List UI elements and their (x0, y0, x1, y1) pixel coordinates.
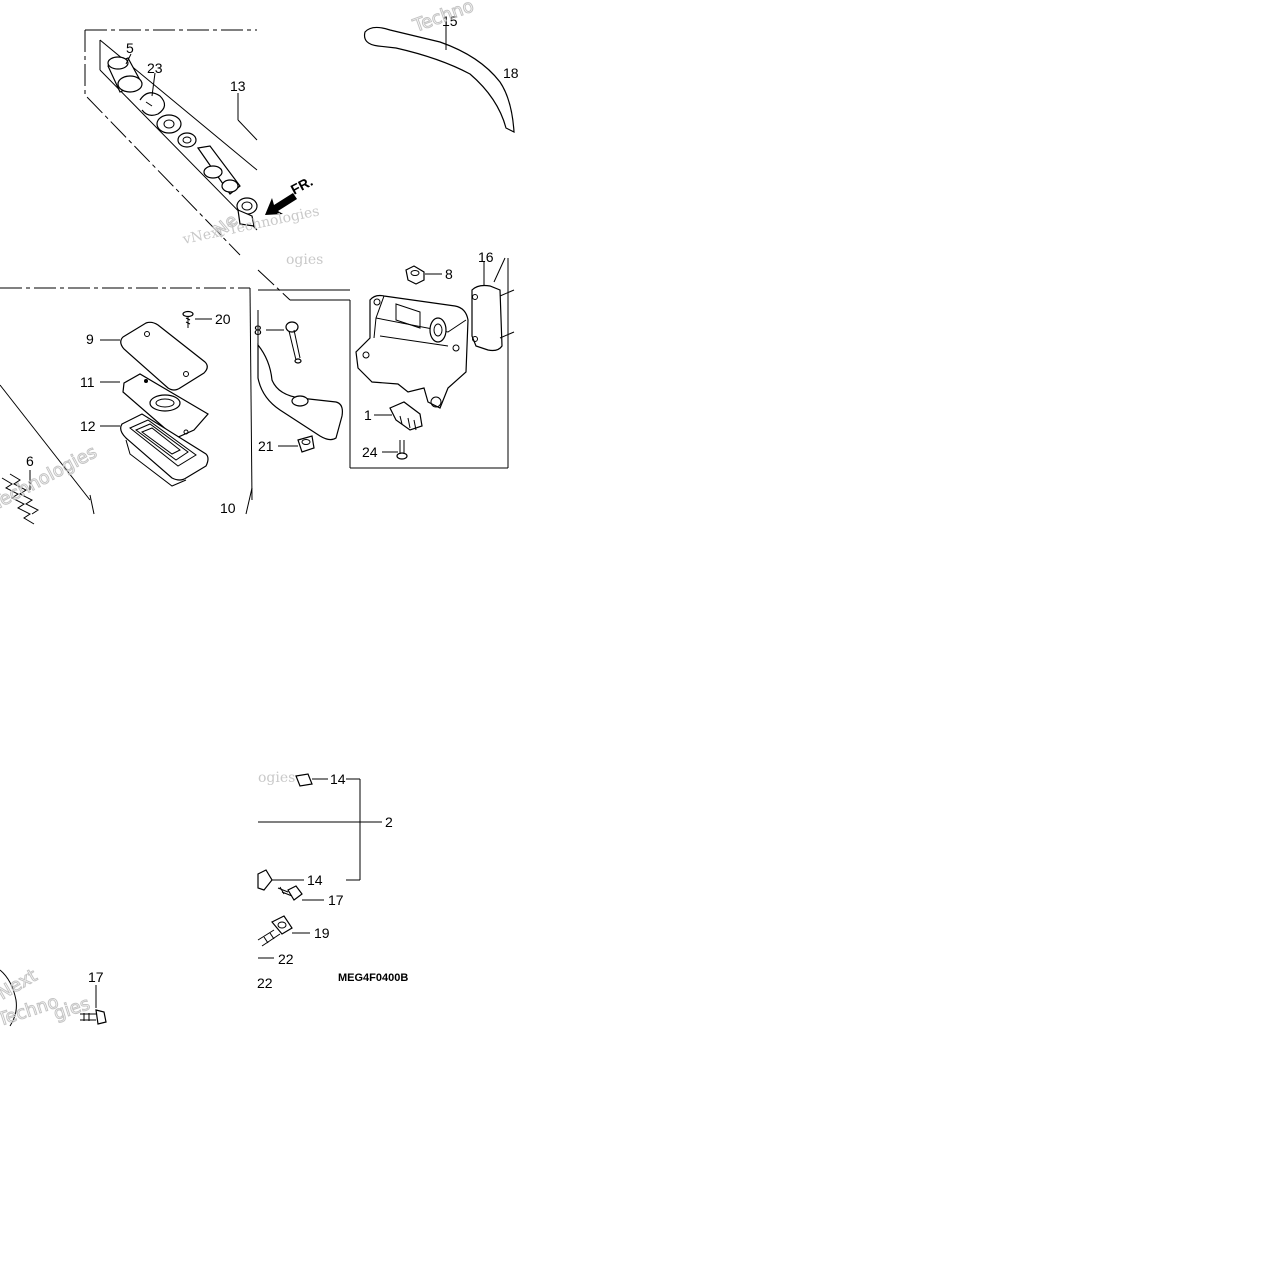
callout-2: 2 (385, 814, 393, 830)
drawing-code: MEG4F0400B (338, 972, 408, 984)
switch-screw-part (396, 440, 408, 460)
callout-16: 16 (478, 249, 494, 265)
reservoir-cover-set: 20 9 11 12 (80, 310, 231, 487)
clamp-screw-part (405, 265, 425, 285)
seal-ring-part (177, 132, 197, 148)
circlip-part (139, 92, 166, 116)
banjo-bolt-part (277, 885, 303, 901)
bolt-17-lower-part (80, 1009, 107, 1025)
reservoir-cover-part (120, 321, 208, 391)
cup-part (236, 197, 258, 227)
boot-part (107, 56, 143, 93)
callout-15: 15 (442, 13, 458, 29)
switch-part (389, 401, 423, 431)
callout-19: 19 (314, 925, 330, 941)
callout-12: 12 (80, 418, 96, 434)
pivot-nut-part (297, 435, 315, 453)
callout-6: 6 (26, 453, 34, 469)
spring-part (1, 470, 39, 525)
piston-part (196, 145, 241, 195)
callout-5: 5 (126, 40, 134, 56)
watermark-technologies: Technologies (0, 442, 100, 515)
callout-20: 20 (215, 311, 231, 327)
callout-22-upper: 22 (278, 951, 294, 967)
master-cylinder-body (355, 294, 469, 409)
callout-24: 24 (362, 444, 378, 460)
callout-11: 11 (80, 374, 95, 390)
callout-13: 13 (230, 78, 246, 94)
callout-14-upper: 14 (330, 771, 346, 787)
mounting-bolt-part (257, 915, 293, 947)
callout-10: 10 (220, 500, 236, 516)
callout-8-clamp: 8 (445, 266, 453, 282)
middle-frame (0, 258, 509, 515)
callout-18: 18 (503, 65, 519, 81)
callout-21: 21 (258, 438, 274, 454)
pivot-bolt-part (285, 321, 302, 364)
cover-screw-part (182, 310, 194, 328)
lever-end-part (257, 343, 343, 441)
callout-14-lower: 14 (307, 872, 323, 888)
callout-23: 23 (147, 60, 163, 76)
callout-17-lower: 17 (88, 969, 104, 985)
callout-22-lower: 22 (257, 975, 273, 991)
diaphragm-part (120, 413, 209, 487)
callout-9: 9 (86, 331, 94, 347)
lever-panel: 15 18 Techno (363, 0, 519, 134)
front-arrow-icon (265, 193, 297, 215)
watermark-techno: Techno (410, 0, 477, 37)
hose-assembly-panel: ogies 14 2 14 17 (257, 770, 408, 991)
lower-left-fragment: Next Techno gies 17 (0, 965, 107, 1032)
callout-17-upper: 17 (328, 892, 344, 908)
callout-1: 1 (364, 407, 372, 423)
washer-part (156, 114, 182, 134)
holder-part (471, 284, 515, 352)
piston-assembly-panel: FR. 5 23 13 vNext Technologies Ne (84, 29, 321, 256)
watermark-ogies-lower: ogies (258, 770, 295, 786)
watermark-ogies: ogies (286, 252, 323, 268)
